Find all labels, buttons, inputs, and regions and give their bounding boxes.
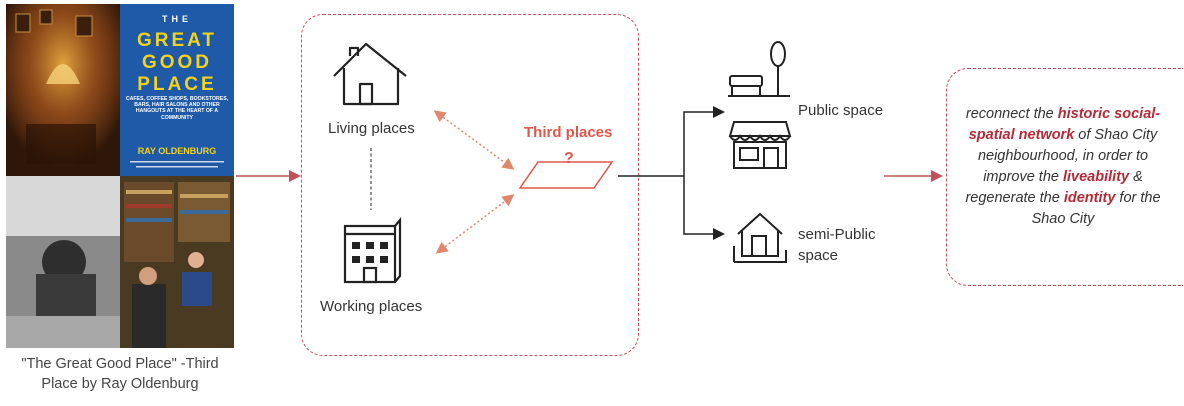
house-icon	[333, 42, 407, 106]
living-places-label: Living places	[328, 120, 415, 137]
working-places-label: Working places	[320, 298, 423, 315]
quote-frame	[946, 68, 1183, 286]
cover-title-3: GOOD	[142, 52, 212, 73]
semi-public-branch-arrow	[683, 176, 725, 240]
quote-part-1: reconnect the	[965, 106, 1058, 122]
living-third-arrow	[433, 110, 515, 170]
cover-title-1: THE	[162, 14, 192, 24]
third-place-plane-icon	[518, 161, 614, 189]
third-places-question: ?	[564, 150, 574, 167]
bench-tree-icon	[728, 41, 790, 97]
semi-public-label-1: semi-Public	[798, 226, 876, 243]
caption-line-2: Place by Ray Oldenburg	[41, 376, 199, 392]
shop-icon	[728, 121, 792, 169]
book-caption: "The Great Good Place" -Third Place by R…	[0, 354, 240, 394]
cover-subtitle: CAFÉS, COFFEE SHOPS, BOOKSTORES, BARS, H…	[125, 96, 229, 121]
third-places-label: Third places	[524, 124, 613, 141]
caption-line-1: "The Great Good Place" -Third	[21, 356, 219, 372]
cover-title-2: GREAT	[137, 30, 217, 51]
public-branch-arrow	[683, 106, 725, 176]
quote-part-2: of Shao City neighbourhood, in order to …	[977, 127, 1158, 185]
places-frame	[301, 14, 639, 356]
building-icon	[343, 216, 402, 284]
quote-part-4: for the Shao City	[1031, 190, 1161, 227]
quote-part-3: & regenerate the	[965, 169, 1143, 206]
cover-author: RAY OLDENBURG	[138, 146, 217, 156]
courtyard-house-icon	[733, 212, 787, 263]
collage-svg: THE GREAT GOOD PLACE CAFÉS, COFFEE SHOPS…	[6, 4, 234, 348]
cover-title-4: PLACE	[137, 74, 216, 95]
working-third-arrow	[435, 194, 515, 254]
quote-text: reconnect the historic social-spatial ne…	[952, 104, 1174, 230]
quote-emphasis-liveability: liveability	[1063, 169, 1130, 185]
quote-emphasis-identity: identity	[1063, 190, 1116, 206]
book-collage-image: THE GREAT GOOD PLACE CAFÉS, COFFEE SHOPS…	[6, 4, 234, 348]
public-space-label: Public space	[798, 102, 884, 119]
semi-public-label-2: space	[798, 247, 839, 264]
book-cover	[120, 4, 234, 176]
quote-emphasis-network: historic social-spatial network	[968, 106, 1161, 143]
